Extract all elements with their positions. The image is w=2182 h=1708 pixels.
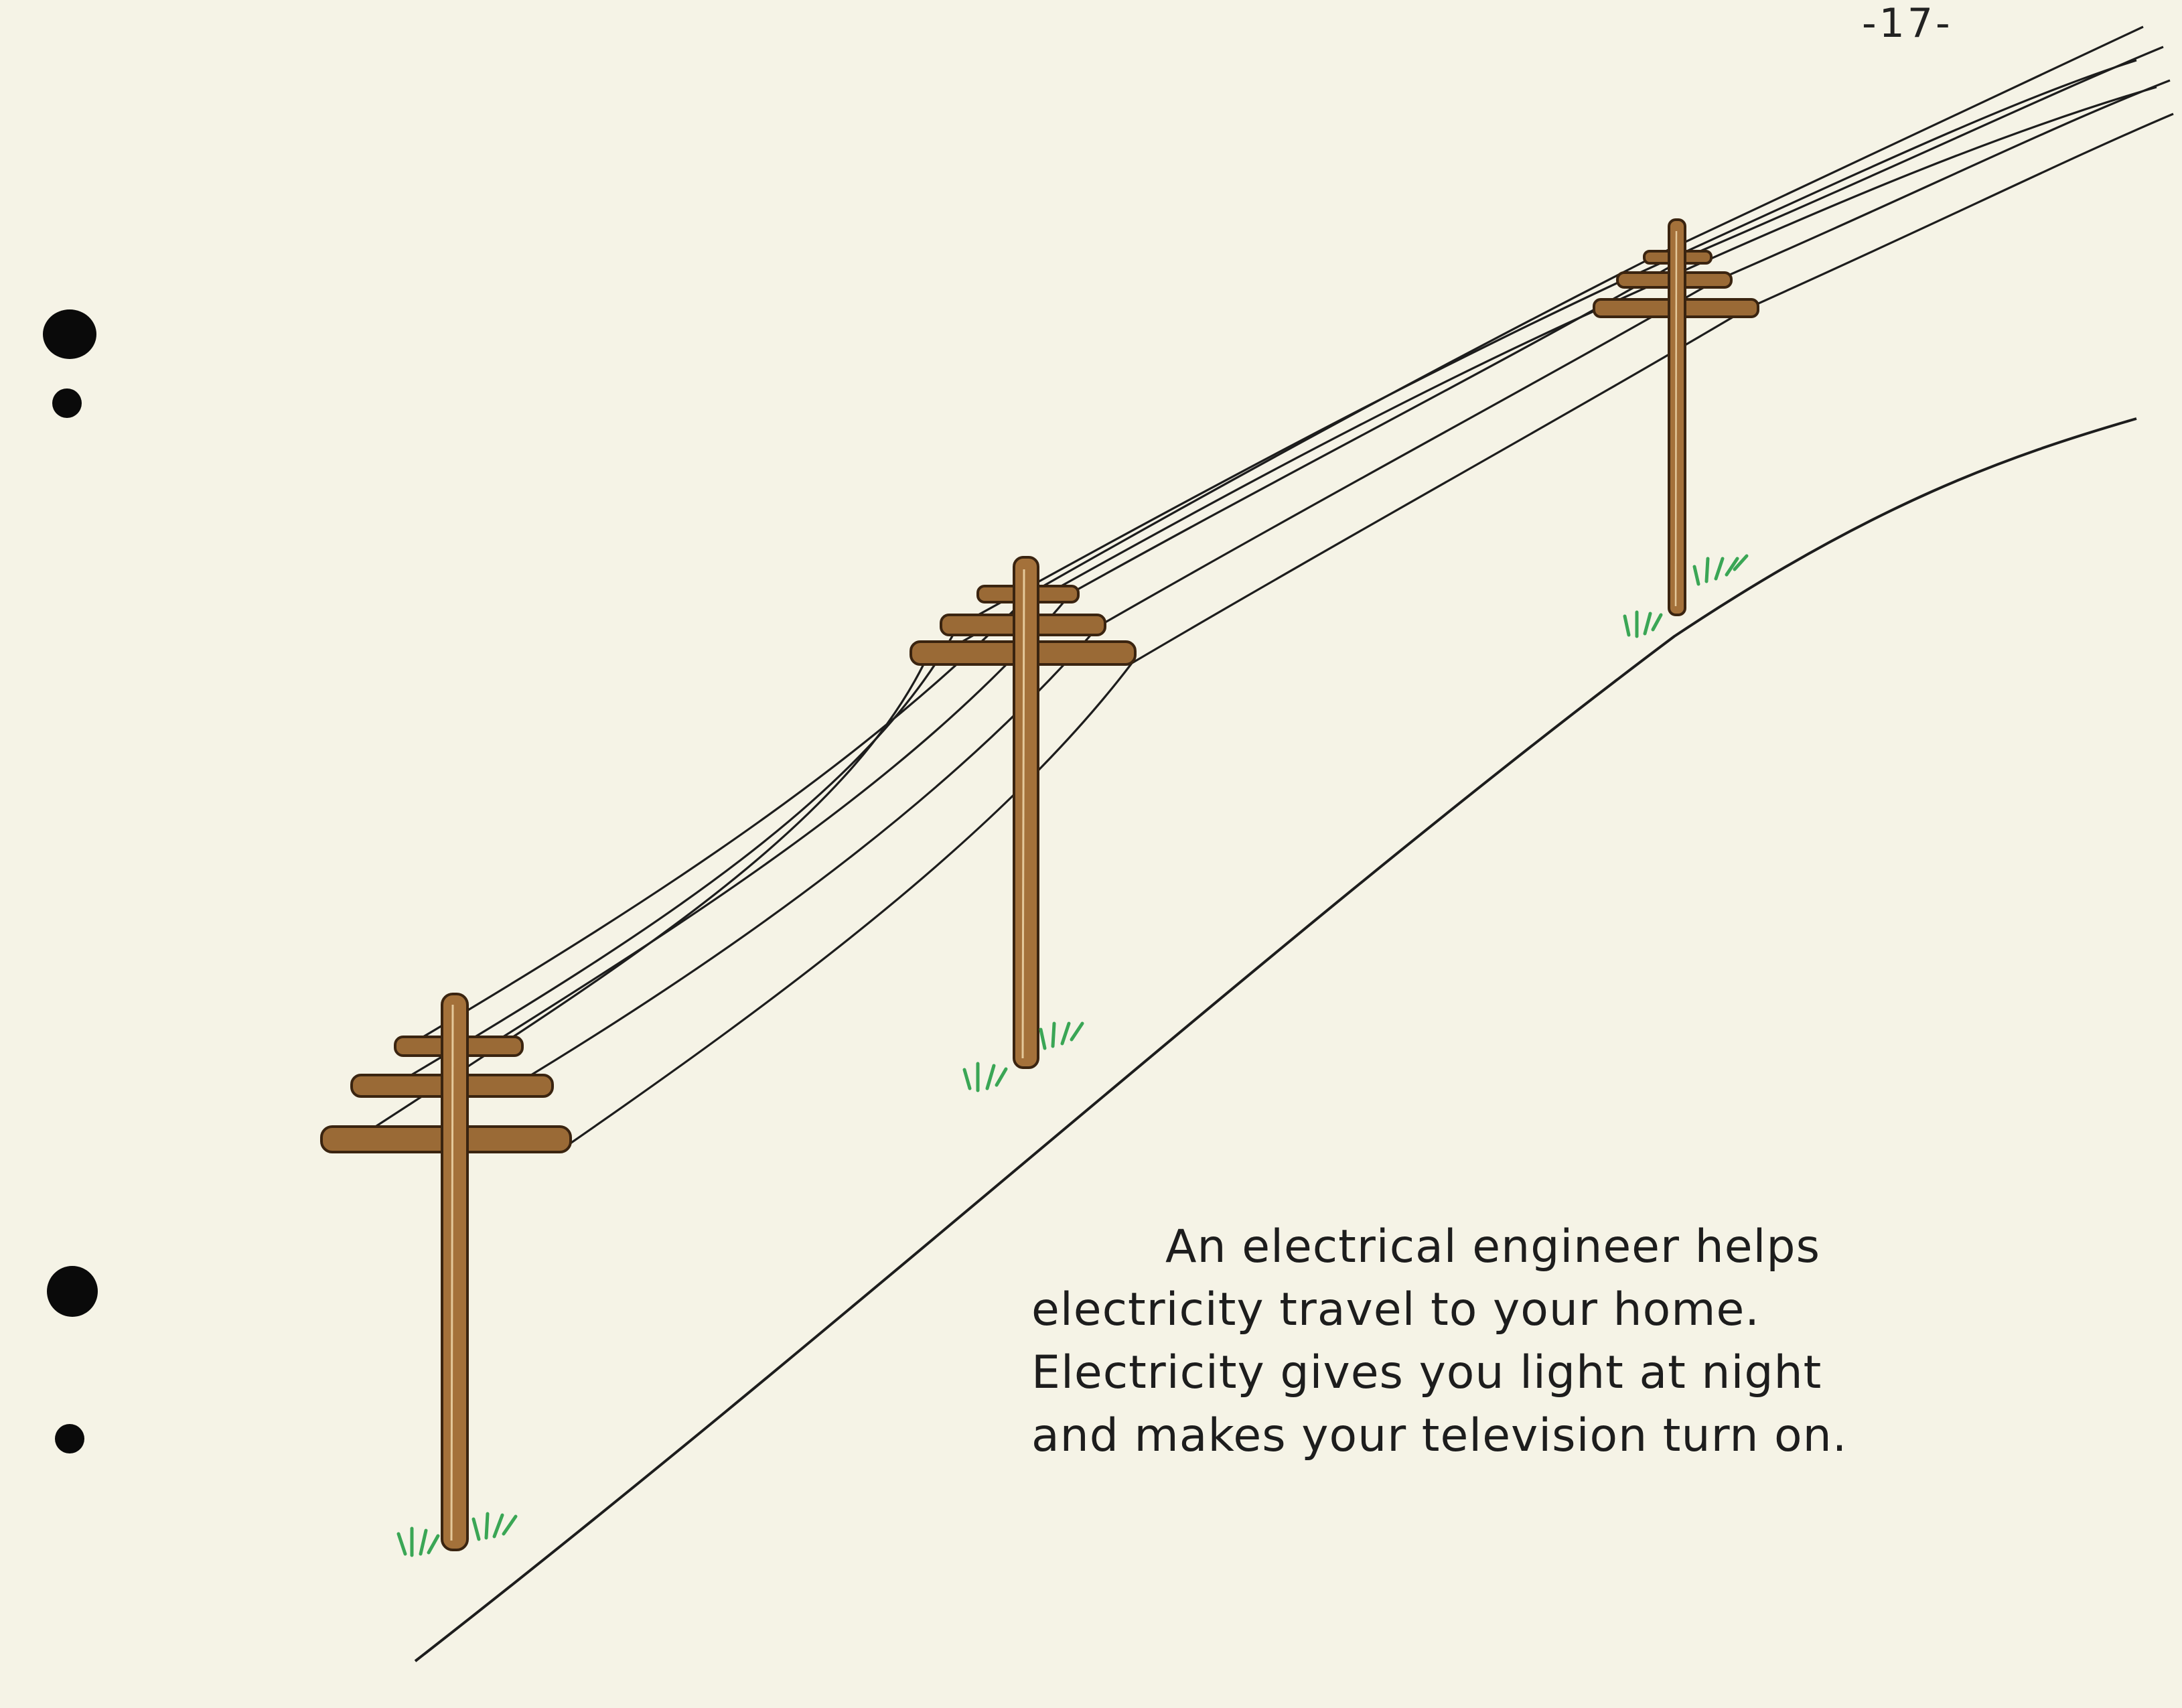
caption-line: Electricity gives you light at night xyxy=(1031,1346,1822,1399)
grass-tuft xyxy=(962,1021,1084,1092)
grass-tuft xyxy=(1623,554,1749,638)
caption: An electrical engineer helps electricity… xyxy=(1031,1216,2076,1468)
utility-pole xyxy=(1593,218,1759,616)
binder-hole xyxy=(55,1424,84,1453)
caption-line: and makes your television turn on. xyxy=(1031,1409,1848,1462)
caption-line: An electrical engineer helps xyxy=(1165,1220,1821,1273)
page-number: -17- xyxy=(1862,0,1953,47)
ground-line xyxy=(414,417,2137,1662)
binder-hole xyxy=(43,309,96,359)
binder-hole xyxy=(47,1266,98,1317)
utility-pole xyxy=(910,556,1137,1069)
grass-tuft xyxy=(396,1512,518,1557)
binder-hole xyxy=(52,388,82,418)
caption-line: electricity travel to your home. xyxy=(1031,1283,1760,1336)
utility-pole xyxy=(320,993,572,1551)
power-wires xyxy=(341,25,2174,1150)
